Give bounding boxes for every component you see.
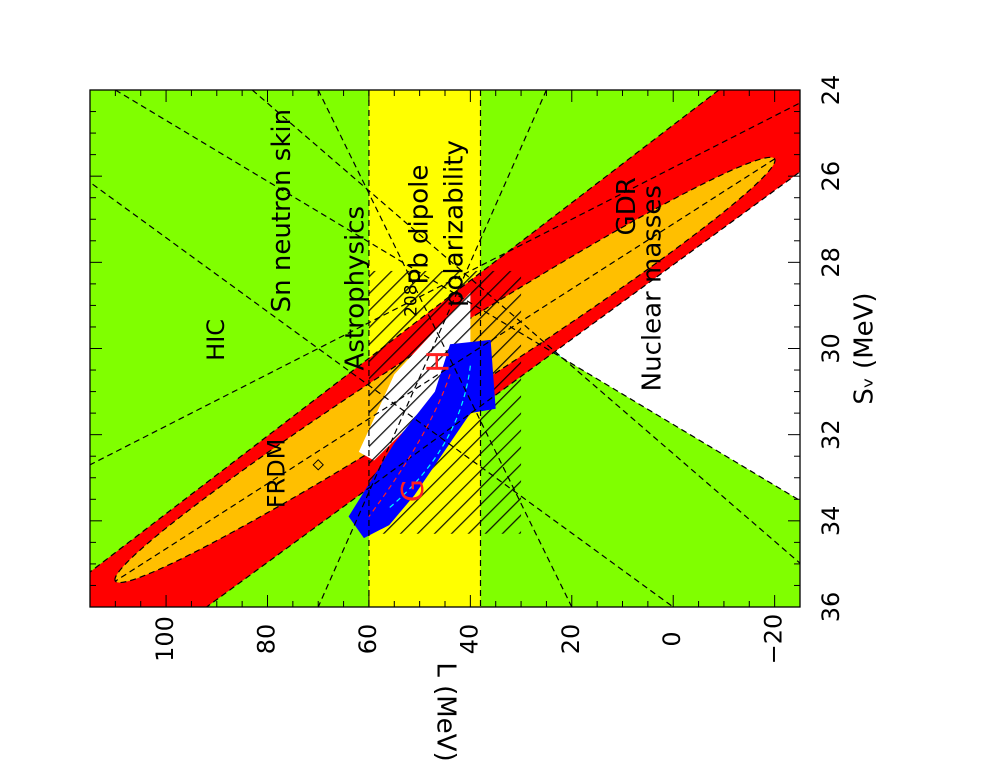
sv-tick-label: 24 (817, 75, 845, 106)
gdr-boundary-1 (90, 90, 720, 573)
sv-tick-label: 28 (817, 247, 845, 278)
sv-tick-label: 26 (817, 161, 845, 192)
astrophysics-label: Astrophysics (341, 206, 371, 371)
dipole-boundary-2 (317, 90, 573, 607)
intersection-region (348, 339, 496, 539)
frdm-label: FRDM (263, 439, 291, 509)
l-tick-label: 60 (354, 624, 382, 655)
plot-area (90, 90, 800, 607)
gdr-label: GDR (612, 177, 642, 235)
x-axis-title: Sᵥ (MeV) (850, 292, 880, 404)
l-tick-label: 40 (455, 624, 483, 655)
dipole-label-line2: polarizability (440, 140, 470, 307)
dipole-label-line1: 208Pb dipole (402, 165, 435, 317)
nuclear-masses-axis (115, 158, 775, 582)
sv-tick-label: 32 (817, 419, 845, 450)
h-label: H (421, 350, 456, 373)
sn-neutron-skin-boundary-2 (90, 181, 674, 607)
g-h-curve-cyan (388, 365, 471, 509)
dipole-main-text: Pb dipole (404, 165, 434, 285)
dipole-boundary-1 (317, 90, 547, 607)
sn-neutron-skin-label: Sn neutron skin (267, 109, 297, 312)
chart-labels: HIC Sn neutron skin Astrophysics GDRNuclear… (202, 109, 668, 508)
nuclear-masses-label: Nuclear masses (637, 185, 667, 391)
g-label: G (396, 479, 431, 502)
l-tick-label: 20 (557, 624, 585, 655)
y-axis-title: L (MeV) (431, 662, 461, 761)
l-tick-label: 0 (658, 631, 686, 646)
l-tick-label: 80 (253, 624, 281, 655)
sv-tick-label: 36 (817, 592, 845, 623)
hic-label: HIC (202, 319, 230, 361)
hic-boundary-1 (115, 90, 800, 502)
axes: 24 26 28 30 32 34 36 −20 0 20 40 60 80 100 Sᵥ (MeV) L (… (90, 75, 880, 762)
sv-tick-label: 30 (817, 333, 845, 364)
g-h-curve-red (368, 374, 451, 517)
dipole-superscript: 208 (402, 284, 422, 316)
sn-neutron-skin-boundary-1 (251, 90, 800, 564)
l-tick-label: −20 (760, 614, 788, 665)
l-tick-label: 100 (151, 616, 179, 662)
frdm-point (312, 459, 324, 471)
sv-tick-label: 34 (817, 506, 845, 537)
